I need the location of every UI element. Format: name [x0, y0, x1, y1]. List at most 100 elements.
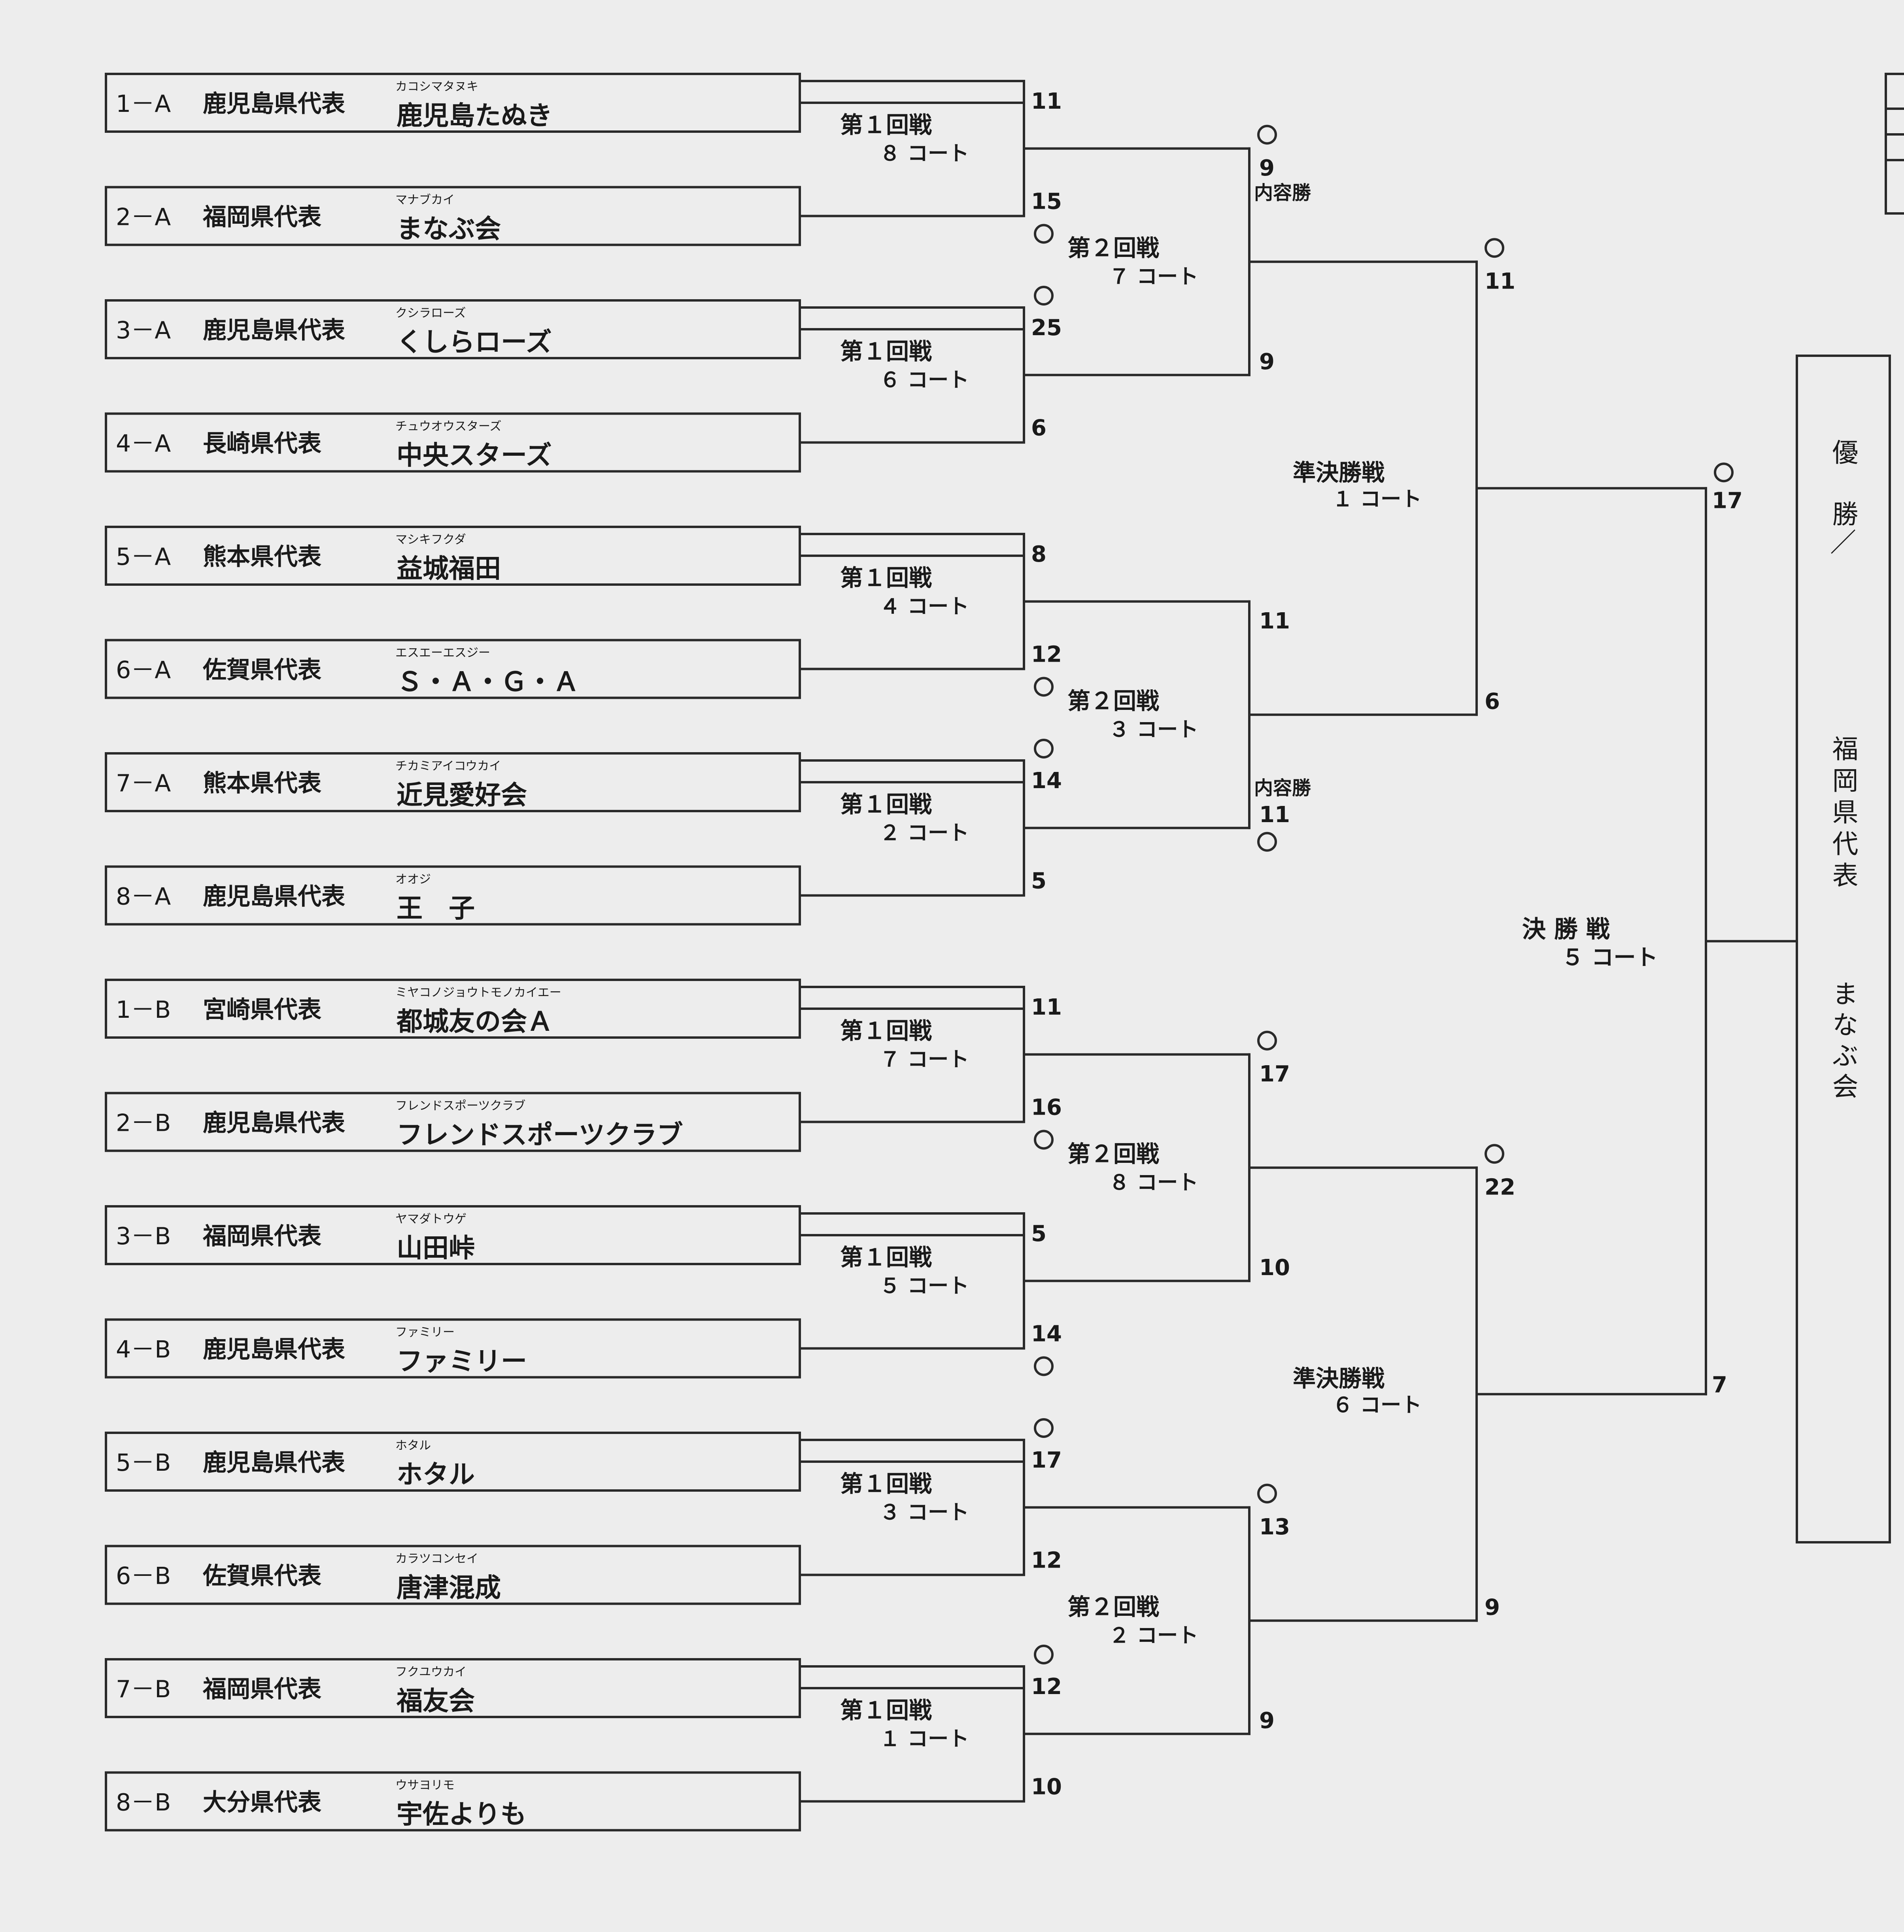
score: 11: [1259, 802, 1290, 828]
win-mark: [1034, 1418, 1054, 1438]
team-prefecture: 鹿児島県代表: [203, 883, 345, 911]
score: 6: [1485, 689, 1500, 714]
score: 9: [1259, 155, 1275, 181]
team-seed: 3－B: [116, 1223, 171, 1250]
team-seed: 7－B: [116, 1675, 171, 1703]
win-mark: [1034, 677, 1054, 697]
match-court-label: ２ コート: [880, 821, 969, 845]
match-round-label: 第２回戦: [1067, 1593, 1159, 1620]
team-seed: 8－B: [116, 1789, 171, 1817]
match-court-label: ６ コート: [1332, 1393, 1422, 1417]
score: 25: [1031, 315, 1062, 341]
team-name: まなぶ会: [397, 214, 501, 244]
score: 15: [1031, 189, 1062, 215]
team-kana: カラツコンセイ: [395, 1552, 478, 1566]
team-seed: 5－A: [116, 543, 171, 571]
team-seed: 4－B: [116, 1336, 171, 1364]
team-kana: マシキフクダ: [395, 533, 466, 547]
team-seed: 6－A: [116, 657, 171, 684]
final-round-label: 決 勝 戦: [1522, 915, 1610, 943]
score: 12: [1031, 1548, 1062, 1574]
match-court-label: ３ コート: [1109, 718, 1198, 741]
champion-box: [1796, 355, 1891, 1543]
team-kana: カコシマタヌキ: [395, 80, 478, 94]
team-prefecture: 長崎県代表: [203, 430, 321, 458]
match-round-label: 第２回戦: [1067, 687, 1159, 714]
match-round-label: 準決勝戦: [1293, 1365, 1385, 1392]
score: 17: [1259, 1061, 1290, 1087]
score: 11: [1031, 89, 1062, 114]
match-round-label: 第１回戦: [840, 1697, 932, 1724]
match-court-label: １ コート: [880, 1727, 969, 1751]
score: 17: [1031, 1447, 1062, 1473]
team-kana: オオジ: [395, 873, 431, 887]
score: 10: [1259, 1255, 1290, 1281]
team-prefecture: 鹿児島県代表: [203, 90, 345, 118]
score: 7: [1712, 1372, 1727, 1398]
win-mark: [1034, 224, 1054, 244]
team-seed: 2－A: [116, 204, 171, 231]
win-mark: [1257, 1483, 1277, 1504]
score: 8: [1031, 541, 1046, 567]
team-name: 益城福田: [397, 553, 501, 584]
team-kana: フクユウカイ: [395, 1665, 467, 1679]
team-name: ファミリー: [397, 1346, 527, 1377]
match-court-label: ７ コート: [880, 1048, 969, 1072]
team-kana: ウサヨリモ: [395, 1779, 455, 1792]
team-name: 都城友の会Ａ: [396, 1006, 553, 1037]
win-mark: [1034, 1356, 1054, 1376]
match-round-label: 第１回戦: [840, 1244, 932, 1271]
win-mark: [1257, 125, 1277, 145]
team-prefecture: 鹿児島県代表: [203, 1449, 345, 1477]
match-round-label: 第１回戦: [840, 1470, 932, 1497]
score: 11: [1259, 608, 1290, 634]
score: 22: [1485, 1174, 1515, 1200]
win-mark: [1714, 462, 1734, 483]
score: 16: [1031, 1095, 1062, 1121]
win-mark: [1034, 1130, 1054, 1150]
team-seed: 1－B: [116, 996, 171, 1024]
team-name: 近見愛好会: [397, 780, 527, 810]
team-seed: 8－A: [116, 883, 171, 911]
team-kana: フレンドスポーツクラブ: [395, 1099, 525, 1113]
team-kana: ファミリー: [395, 1326, 455, 1340]
team-name: 中央スターズ: [397, 440, 552, 471]
win-note: 内容勝: [1254, 777, 1311, 799]
team-name: 鹿児島たぬき: [397, 100, 553, 131]
team-prefecture: 熊本県代表: [203, 543, 321, 571]
team-prefecture: 福岡県代表: [202, 1675, 321, 1703]
team-name: ホタル: [397, 1459, 475, 1490]
team-prefecture: 鹿児島県代表: [203, 1109, 345, 1137]
team-kana: ホタル: [395, 1439, 431, 1453]
match-round-label: 第１回戦: [840, 338, 932, 365]
score: 14: [1031, 768, 1062, 794]
win-mark: [1034, 1645, 1054, 1664]
win-mark: [1257, 1030, 1277, 1051]
match-round-label: 準決勝戦: [1293, 459, 1385, 486]
team-name: フレンドスポーツクラブ: [397, 1120, 683, 1150]
score: 5: [1031, 1221, 1046, 1247]
match-court-label: １ コート: [1332, 487, 1422, 511]
champion-name: まなぶ会: [1828, 980, 1859, 1104]
match-court-label: ４ コート: [880, 595, 969, 619]
score: 11: [1485, 268, 1515, 294]
team-seed: 7－A: [116, 770, 171, 797]
team-name: 山田峠: [397, 1233, 475, 1263]
match-court-label: ５ コート: [880, 1274, 969, 1298]
win-mark: [1257, 832, 1277, 852]
team-seed: 3－A: [116, 317, 171, 344]
match-court-label: ８ コート: [880, 142, 969, 166]
team-kana: チュウオウスターズ: [395, 420, 502, 434]
score: 9: [1259, 1708, 1275, 1734]
match-round-label: 第２回戦: [1067, 234, 1159, 261]
team-name: 王 子: [397, 893, 475, 924]
team-kana: クシラローズ: [395, 306, 466, 320]
team-prefecture: 熊本県代表: [203, 770, 321, 797]
team-seed: 6－B: [116, 1562, 171, 1590]
team-kana: ミヤコノジョウトモノカイエー: [395, 986, 561, 1000]
match-court-label: ６ コート: [880, 368, 969, 392]
score: 5: [1031, 868, 1046, 894]
score: 13: [1259, 1514, 1290, 1540]
